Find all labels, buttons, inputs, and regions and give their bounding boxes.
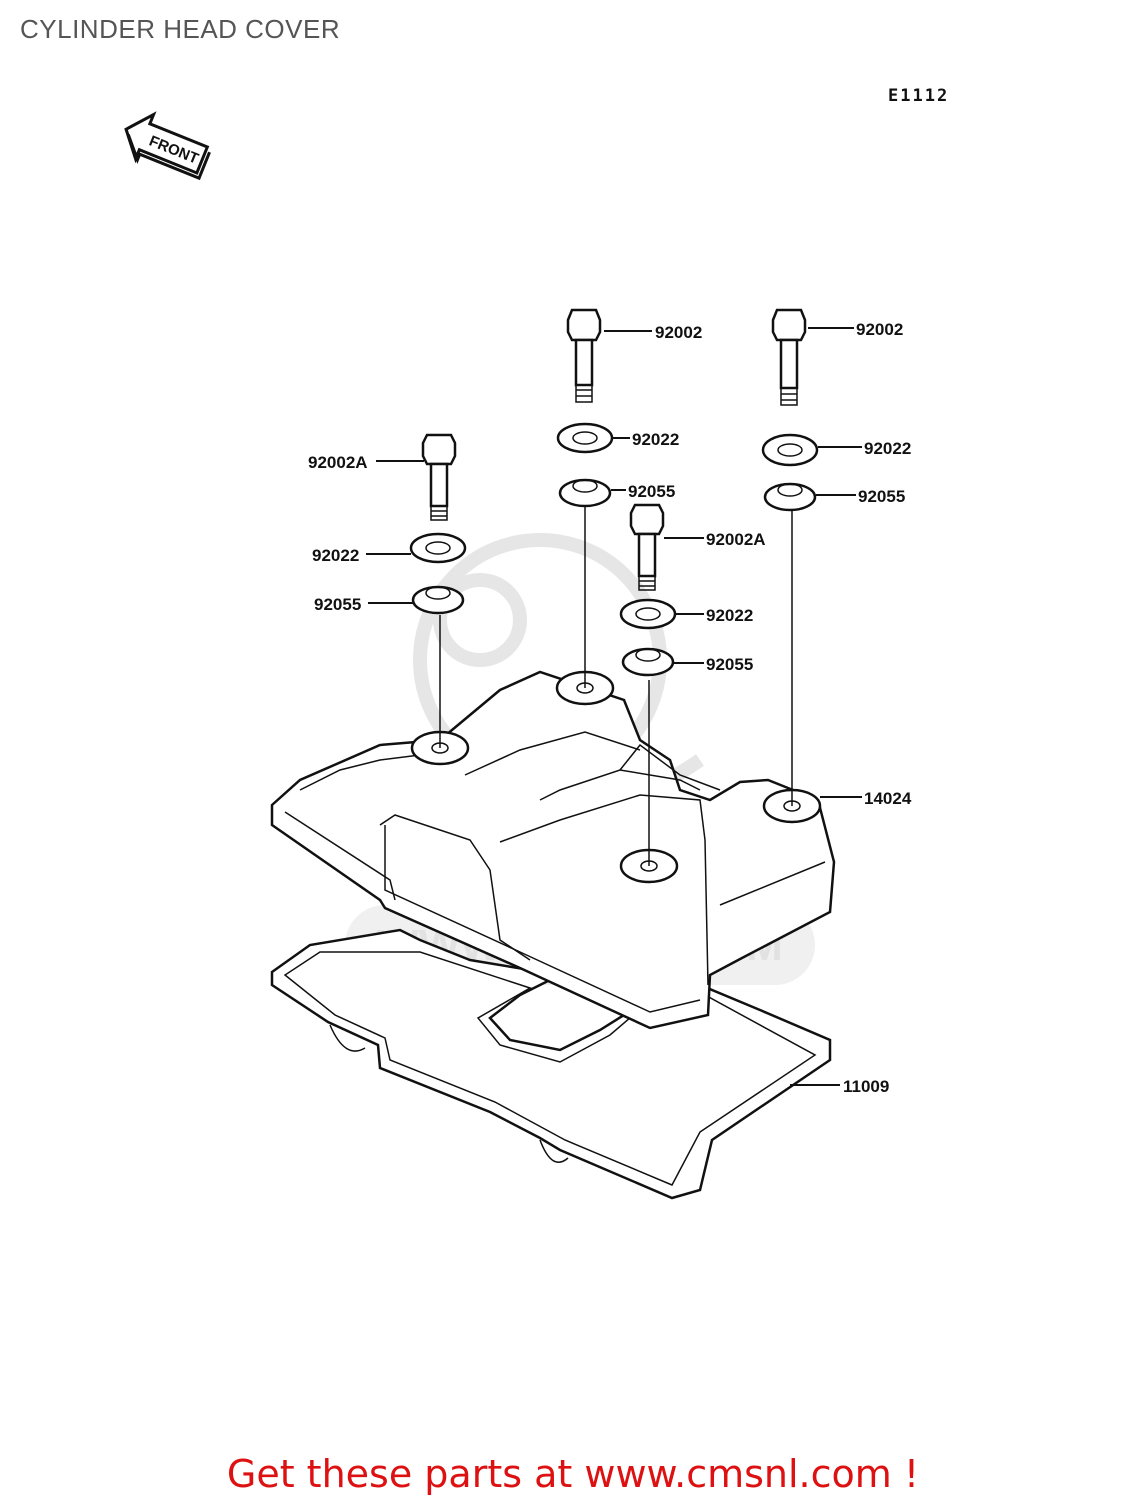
bolt-left <box>421 433 457 521</box>
callout-gasket: 11009 <box>843 1077 889 1096</box>
grommet-center <box>558 478 612 508</box>
footer-link[interactable]: Get these parts at www.cmsnl.com ! <box>226 1452 920 1496</box>
grommet-mid <box>621 647 675 677</box>
washer-mid <box>619 598 677 630</box>
washer-left <box>409 532 467 564</box>
callout-bolt-right: 92002 <box>856 320 903 339</box>
page-title: CYLINDER HEAD COVER <box>20 14 341 44</box>
bolt-center <box>566 308 602 403</box>
callout-cover: 14024 <box>864 789 912 808</box>
washer-center <box>556 422 614 454</box>
callout-washer-left: 92022 <box>312 546 359 565</box>
callout-bolt-left: 92002A <box>308 453 368 472</box>
cylinder-head-cover-14024 <box>270 670 836 1030</box>
front-arrow-icon: FRONT <box>124 111 211 181</box>
callout-grommet-right: 92055 <box>858 487 905 506</box>
callout-washer-right: 92022 <box>864 439 911 458</box>
grommet-right <box>763 482 817 512</box>
callout-bolt-mid: 92002A <box>706 530 766 549</box>
leader-lines <box>366 327 862 1086</box>
callout-grommet-center: 92055 <box>628 482 675 501</box>
bolt-mid <box>629 503 665 591</box>
callout-grommet-left: 92055 <box>314 595 361 614</box>
callout-washer-mid: 92022 <box>706 606 753 625</box>
callout-bolt-center: 92002 <box>655 323 702 342</box>
callout-washer-center: 92022 <box>632 430 679 449</box>
bolt-right <box>771 308 807 406</box>
callout-labels: 92002 92022 92055 92002 92022 92055 9200… <box>308 320 912 1096</box>
washer-right <box>761 433 819 467</box>
callout-grommet-mid: 92055 <box>706 655 753 674</box>
assembly-lines <box>439 505 793 866</box>
diagram-code: E1112 <box>888 86 950 106</box>
grommet-left <box>411 585 465 615</box>
